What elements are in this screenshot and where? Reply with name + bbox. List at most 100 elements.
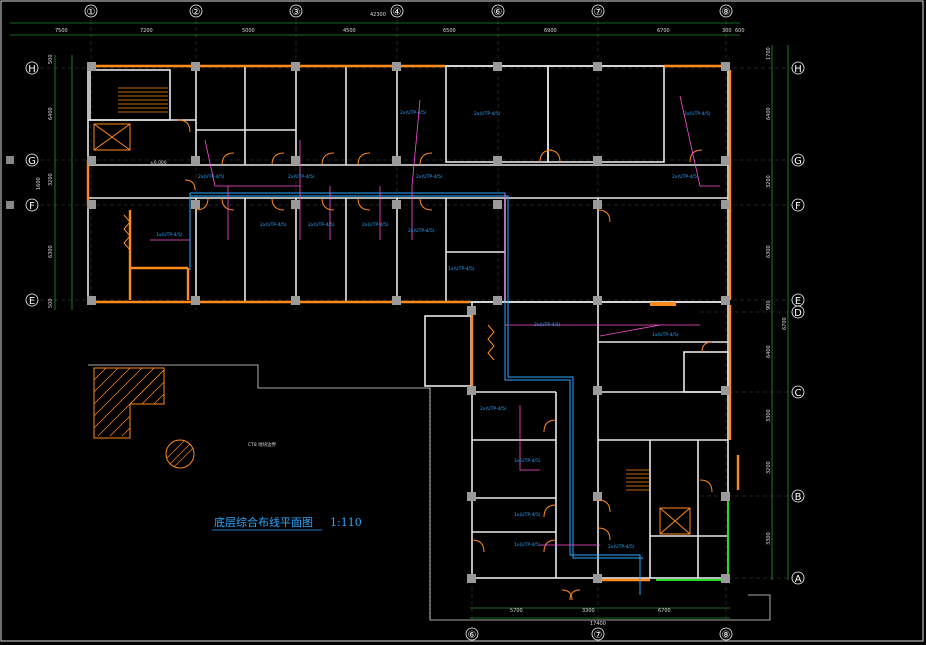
axis-label-bottom-6: ⑥	[468, 630, 477, 641]
site-note: CT8 地块边界	[248, 441, 277, 448]
green-walls	[656, 498, 729, 581]
axis-label-row-F-left: F	[29, 201, 35, 212]
elevator-shafts	[93, 123, 691, 535]
axis-label-bottom-8: ⑧	[722, 630, 731, 641]
axis-label-row-H-left: H	[28, 64, 36, 75]
dim-bottom-1: 3300	[582, 608, 595, 614]
axis-label-row-F-right: F	[795, 201, 801, 212]
axis-label-row-A-right: A	[795, 574, 802, 585]
cable-label-11: 2x(UTP-4/5)	[362, 222, 389, 228]
dim-right-7: 3200	[766, 461, 772, 474]
dim-right-3: 6300	[766, 245, 772, 258]
bottom-dimension-texts: 5700 3300 6700 17400	[510, 608, 671, 627]
dim-top-5: 6900	[544, 28, 557, 34]
dim-left-0: 500	[48, 54, 54, 64]
cable-label-17: 1x(UTP-4/5)	[514, 458, 541, 464]
axis-label-col-1: ①	[87, 7, 96, 18]
window-zigzags	[123, 214, 495, 361]
axis-bubble-col-2	[189, 4, 203, 18]
dim-top-4: 6500	[443, 28, 456, 34]
axis-label-row-H-right: H	[794, 64, 802, 75]
cable-label-13: 1x(UTP-4/5)	[448, 266, 475, 272]
cable-label-6: 2x(UTP-4/5)	[416, 174, 443, 180]
building-walls	[87, 65, 729, 579]
cable-label-7: 2x(UTP-4/5)	[672, 174, 699, 180]
top-dimension-texts: 7500 7200 5000 4500 6500 6900 6700 300 6…	[55, 12, 745, 34]
cable-trays	[189, 192, 643, 595]
axis-label-row-G-left: G	[28, 156, 36, 167]
axis-bubble-col-3	[289, 4, 303, 18]
axis-label-col-7: ⑦	[594, 7, 603, 18]
axis-bubble-bottom-7	[591, 627, 605, 641]
dim-right-0: 1700	[766, 47, 772, 60]
site-feature	[93, 367, 195, 469]
cable-labels: 2x(UTP-4/5) 2x(UTP-4/5) 2x(UTP-4/5) 2x(U…	[156, 110, 711, 550]
dim-top-7: 300	[722, 28, 732, 34]
dim-bottom-0: 5700	[510, 608, 523, 614]
stair-treads	[118, 87, 650, 491]
dim-right-8: 3300	[766, 532, 772, 545]
dim-left-3: 1600	[36, 177, 42, 190]
dim-top-0: 7500	[55, 28, 68, 34]
cable-label-19: 1x(UTP-4/5)	[514, 542, 541, 548]
axis-label-col-2: ②	[192, 7, 201, 18]
axis-bubble-col-8	[719, 4, 733, 18]
cable-label-3: 2x(UTP-4/5)	[684, 111, 711, 117]
axis-label-row-C-right: C	[795, 388, 802, 399]
dim-top-1: 7200	[140, 28, 153, 34]
dim-right-9: 6700	[782, 317, 788, 330]
axis-label-bottom-7: ⑦	[594, 630, 603, 641]
cable-label-12: 2x(UTP-4/5)	[408, 228, 435, 234]
structural-columns	[87, 62, 730, 583]
cable-label-14: 2x(UTP-4/5)	[534, 322, 561, 328]
dim-top-6: 6700	[657, 28, 670, 34]
cable-label-20: 2x(UTP-4/5)	[608, 544, 635, 550]
site-boundary	[88, 364, 771, 621]
axis-label-col-4: ④	[393, 7, 402, 18]
dimension-lines	[10, 22, 789, 619]
column-axis-labels: ① ② ③ ④ ⑥ ⑦ ⑧ ⑥ ⑦ ⑧	[87, 7, 731, 641]
row-axis-bubbles-left	[25, 61, 39, 307]
axis-bubble-col-7	[591, 4, 605, 18]
axis-label-row-G-right: G	[794, 156, 802, 167]
cable-label-5: 2x(UTP-4/5)	[288, 174, 315, 180]
dim-left-1: 6400	[48, 107, 54, 120]
dim-left-2: 3200	[48, 173, 54, 186]
drawing-scale: 1:110	[330, 516, 362, 529]
row-axis-bubbles-right	[791, 61, 805, 585]
dim-top-3: 4500	[343, 28, 356, 34]
row-axis-labels-left: H G F E	[28, 64, 36, 307]
axis-bubble-col-1	[84, 4, 98, 18]
axis-bubble-bottom-8	[719, 627, 733, 641]
dim-right-4: 900	[766, 300, 772, 310]
axis-label-row-E-right: E	[795, 296, 801, 307]
level-mark: ±0.000	[150, 160, 167, 166]
dim-bottom-overall: 17400	[590, 621, 606, 627]
axis-label-col-8: ⑧	[722, 7, 731, 18]
axis-label-col-6: ⑥	[494, 7, 503, 18]
dim-right-5: 6400	[766, 345, 772, 358]
axis-label-col-3: ③	[292, 7, 301, 18]
dim-top-overall: 42300	[370, 12, 386, 18]
cable-label-1: 2x(UTP-4/5)	[400, 110, 427, 116]
dim-left-5: 500	[48, 298, 54, 308]
left-dimension-texts: 500 6400 3200 1600 6300 500	[36, 54, 54, 308]
axis-bubble-col-4	[390, 4, 404, 18]
dim-top-8: 600	[735, 28, 745, 34]
column-axis-bubbles	[84, 4, 733, 641]
drawing-title: 底层综合布线平面图	[214, 515, 313, 529]
dim-right-2: 3200	[766, 175, 772, 188]
cable-label-18: 1x(UTP-4/5)	[514, 512, 541, 518]
cable-label-4: 2x(UTP-4/5)	[198, 174, 225, 180]
dim-right-6: 3300	[766, 409, 772, 422]
axis-bubble-col-6	[491, 4, 505, 18]
cable-label-15: 1x(UTP-4/5)	[652, 332, 679, 338]
axis-bubble-bottom-6	[465, 627, 479, 641]
cable-label-2: 2x(UTP-4/5)	[474, 111, 501, 117]
axis-label-row-B-right: B	[795, 492, 802, 503]
axis-label-row-D-right: D	[794, 308, 802, 319]
cable-runs	[150, 95, 720, 546]
dim-top-2: 5000	[242, 28, 255, 34]
